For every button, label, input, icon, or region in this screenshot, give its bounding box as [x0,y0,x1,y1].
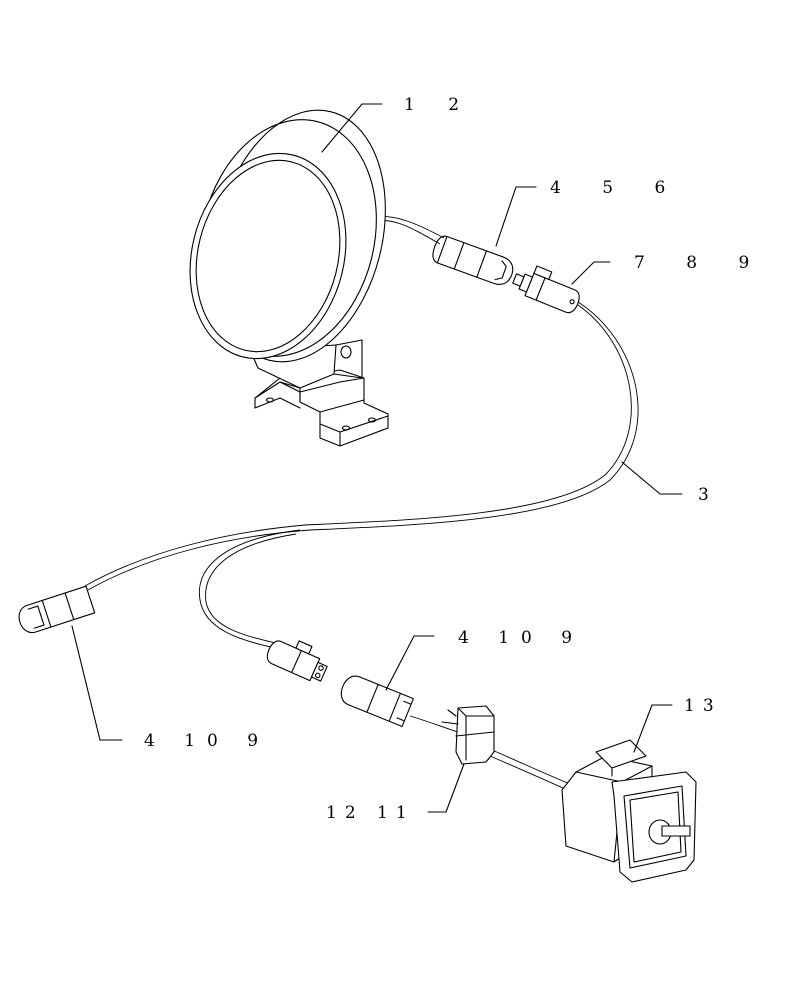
connector-mid [340,675,414,728]
callout-switch: 13 [684,696,722,716]
leader-lines [71,103,683,813]
callout-clip: 12 11 [326,803,415,823]
harness-wires [84,216,639,793]
callout-plug-top: 7 8 9 [634,253,767,273]
callout-connector-mid: 4 10 9 [458,628,584,648]
callout-connector-left: 4 10 9 [144,731,270,751]
plug-top [512,265,580,314]
callout-lamp: 1 2 [404,95,473,115]
work-lamp [189,109,389,447]
callout-connector-top: 4 5 6 [550,178,683,198]
connector-left [18,585,96,634]
cable-clip [441,705,495,765]
plug-mid [266,640,328,682]
callout-harness: 3 [698,485,709,505]
connector-top [432,235,514,285]
rocker-switch [561,739,697,883]
